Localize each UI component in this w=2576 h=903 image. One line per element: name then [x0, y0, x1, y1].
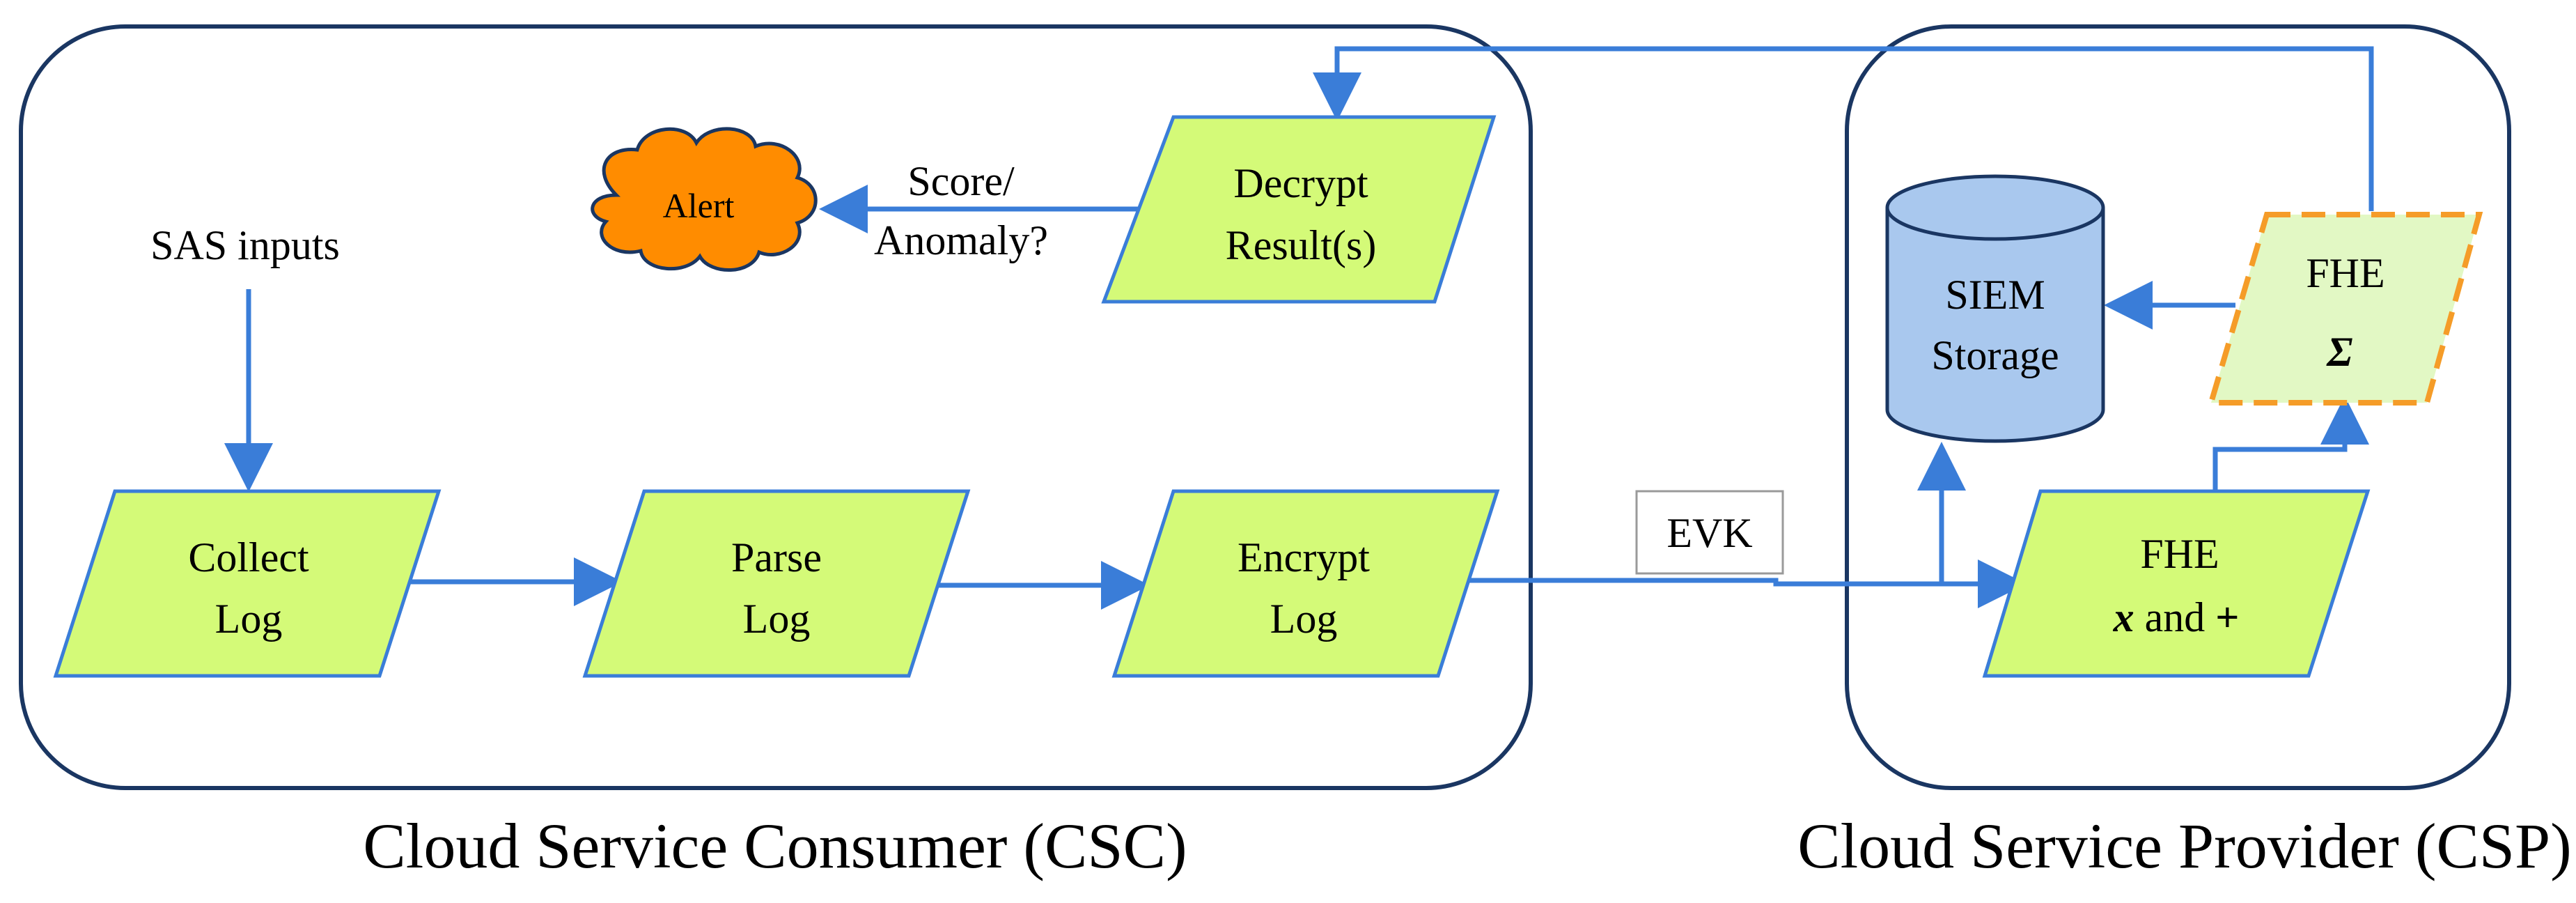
encrypt-log-line2: Log [1270, 596, 1338, 642]
siem-storage-line2: Storage [1931, 332, 2059, 378]
parse-log-line2: Log [743, 596, 811, 642]
collect-log-line1: Collect [188, 534, 309, 580]
encrypt-log-shape [1111, 489, 1500, 678]
score-label-line2: Anomaly? [874, 217, 1048, 263]
csp-region-box [1845, 24, 2511, 790]
fhe-sum-shape [2207, 212, 2483, 406]
arrow-sum-to-decrypt [1313, 46, 2374, 211]
siem-storage-cylinder [1885, 174, 2105, 443]
fhe-mult-add-line2: x and + [2113, 594, 2240, 640]
multiply-symbol: x [2113, 594, 2134, 640]
score-label-line1: Score/ [907, 158, 1015, 204]
csc-region-box [19, 24, 1533, 790]
alert-label: Alert [663, 186, 735, 225]
sas-inputs-label: SAS inputs [150, 222, 340, 268]
evk-label: EVK [1666, 510, 1752, 556]
decrypt-results-line1: Decrypt [1233, 160, 1368, 206]
csc-region-label: Cloud Service Consumer (CSC) [363, 810, 1187, 881]
fhe-mult-add-line1: FHE [2140, 531, 2219, 577]
parse-log-line1: Parse [731, 534, 822, 580]
collect-log-shape [53, 489, 442, 678]
siem-storage-line1: SIEM [1945, 272, 2045, 318]
plus-symbol: + [2215, 594, 2239, 640]
parse-log-shape [582, 489, 971, 678]
collect-log-line2: Log [215, 596, 283, 642]
decrypt-results-line2: Result(s) [1226, 222, 1377, 268]
decrypt-results-shape [1101, 115, 1497, 304]
alert-cloud-icon [591, 127, 818, 272]
cylinder-body [1885, 208, 2105, 443]
arrow-fhe-to-sum [2212, 396, 2369, 491]
csp-region-label: Cloud Service Provider (CSP) [1797, 810, 2572, 881]
and-word: and [2134, 594, 2216, 640]
evk-box [1635, 490, 1784, 575]
arrow-encrypt-to-fhe [1459, 559, 2027, 608]
fhe-sum-line2: Σ [2326, 329, 2352, 375]
connectors [224, 46, 2374, 610]
fhe-sum-line1: FHE [2306, 250, 2384, 296]
fhe-mult-add-shape [1982, 489, 2371, 678]
cylinder-top [1885, 174, 2105, 241]
encrypt-log-line1: Encrypt [1238, 534, 1370, 580]
